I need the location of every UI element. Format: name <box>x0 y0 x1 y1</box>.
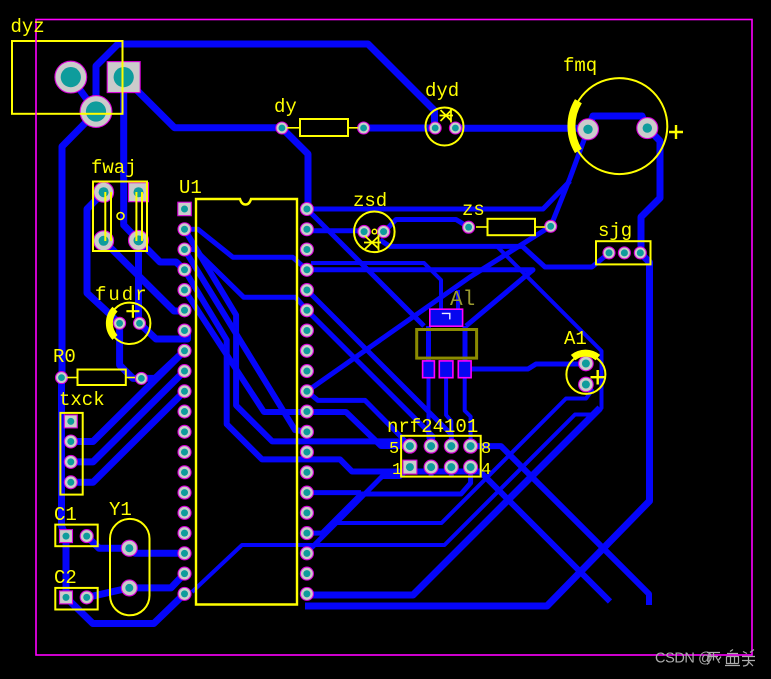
svg-text:CSDN @: CSDN @ <box>655 651 712 667</box>
svg-text:8: 8 <box>481 440 491 459</box>
svg-text:C2: C2 <box>54 567 77 589</box>
svg-text:txck: txck <box>59 389 105 411</box>
svg-text:dyd: dyd <box>425 80 459 102</box>
svg-text:fmq: fmq <box>563 55 597 77</box>
svg-text:5: 5 <box>389 440 399 459</box>
svg-text:4: 4 <box>481 461 491 480</box>
svg-text:nrf24101: nrf24101 <box>387 416 478 438</box>
svg-text:fudr: fudr <box>95 284 149 306</box>
svg-text:Y1: Y1 <box>109 499 132 521</box>
svg-text:zs: zs <box>462 199 485 221</box>
svg-text:U1: U1 <box>179 177 202 199</box>
svg-text:dyz: dyz <box>11 16 45 38</box>
svg-text:zsd: zsd <box>353 190 387 212</box>
svg-text:A1: A1 <box>564 328 587 350</box>
svg-text:Al: Al <box>450 289 475 312</box>
svg-text:sjg: sjg <box>598 220 632 242</box>
svg-text:fwaj: fwaj <box>91 157 137 179</box>
svg-text:C1: C1 <box>54 504 77 526</box>
svg-text:1: 1 <box>392 461 402 480</box>
svg-text:dy: dy <box>274 96 297 118</box>
svg-text:R0: R0 <box>53 346 76 368</box>
